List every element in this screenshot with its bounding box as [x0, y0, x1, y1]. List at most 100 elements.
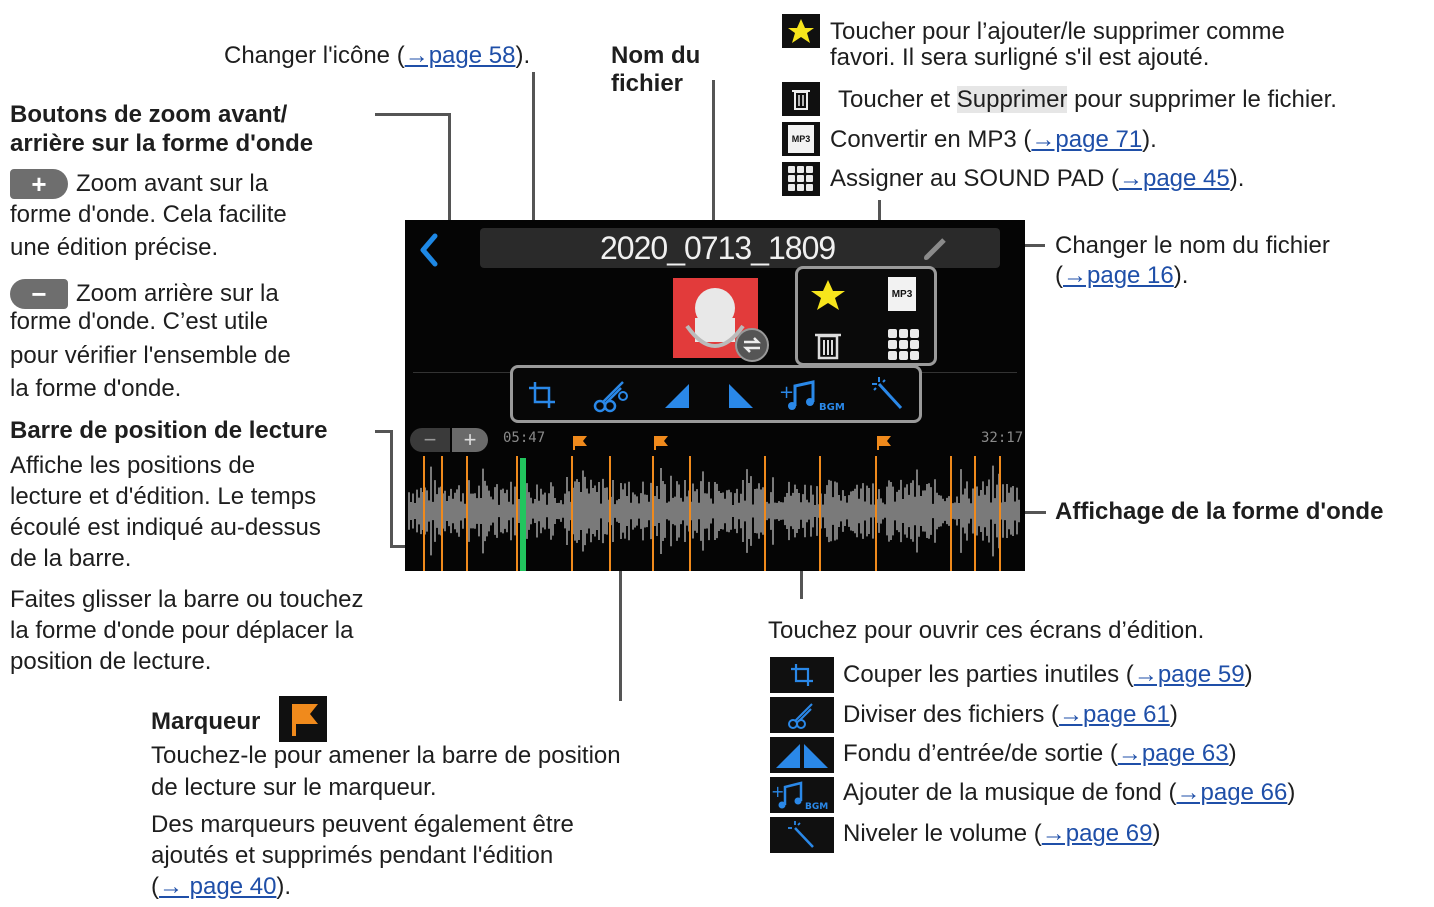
filename-label-2: fichier [611, 70, 684, 97]
fade-in-out-icon [776, 744, 828, 768]
magic-wand-icon [788, 821, 814, 848]
svg-text:BGM: BGM [819, 402, 845, 413]
page-59-link[interactable]: →page 59 [1133, 661, 1245, 688]
divide-text: Diviser des fichiers ( [843, 701, 1060, 728]
page-61-link[interactable]: →page 61 [1059, 701, 1170, 728]
marker-note-3: Des marqueurs peuvent également être [151, 811, 574, 838]
change-icon-text: Changer l'icône ( [224, 42, 405, 69]
marker-close: ). [276, 873, 292, 900]
grid-icon [888, 329, 919, 360]
svg-text:+: + [779, 382, 794, 403]
trash-icon [792, 90, 810, 110]
plus-legend-icon: + [10, 169, 68, 199]
delete-note: Toucher et Supprimer pour supprimer le f… [838, 84, 1337, 115]
delete-button[interactable] [810, 329, 846, 361]
zoom-title-2: arrière sur la forme d'onde [10, 130, 314, 157]
delete-text-pre: Toucher et [838, 86, 957, 113]
normalize-button[interactable] [871, 376, 907, 414]
zoom-in-button[interactable]: + [452, 427, 488, 452]
star-icon [811, 280, 845, 310]
sound-pad-text: Assigner au SOUND PAD ( [830, 165, 1119, 192]
playbar-note-4: de la barre. [10, 545, 132, 572]
zoom-in-note-3: une édition précise. [10, 234, 219, 261]
edit-item-normalize: Niveler le volume (→page 69) [843, 818, 1161, 849]
normalize-legend-icon [770, 817, 834, 853]
favorite-note-1: Toucher pour l’ajouter/le supprimer comm… [830, 18, 1285, 45]
mp3-icon: MP3 [788, 125, 814, 153]
mp3-button[interactable]: MP3 [888, 277, 922, 313]
crop-icon [791, 664, 813, 686]
fade-legend-icon [770, 737, 834, 773]
minus-legend-icon: − [10, 279, 68, 309]
pencil-icon[interactable] [922, 236, 948, 262]
mp3-close: ). [1142, 126, 1157, 153]
filename-text: 2020_0713_1809 [600, 230, 836, 266]
marker-legend-icon [279, 696, 327, 742]
bgm-icon: + BGM [779, 380, 845, 413]
marker-note-1: Touchez-le pour amener la barre de posit… [151, 742, 621, 769]
plus-icon: + [463, 427, 477, 452]
rename-note-2: (→page 16). [1055, 260, 1188, 291]
edit-item-divide: Diviser des fichiers (→page 61) [843, 699, 1178, 730]
page-71-link[interactable]: →page 71 [1031, 126, 1143, 153]
trash-icon [815, 333, 841, 360]
scissors-icon [593, 381, 628, 413]
mp3-legend-icon: MP3 [782, 122, 820, 156]
file-icon-button[interactable] [673, 278, 758, 358]
change-icon-badge[interactable] [735, 328, 769, 362]
filename-label-1: Nom du [611, 42, 701, 69]
page-66-link[interactable]: →page 66 [1176, 779, 1288, 806]
delete-legend-icon [782, 82, 820, 116]
page-69-link[interactable]: →page 69 [1041, 820, 1153, 847]
marker-flag[interactable] [572, 430, 588, 450]
back-button[interactable] [413, 228, 445, 268]
fade-in-button[interactable] [661, 378, 693, 412]
playback-position-bar[interactable] [520, 458, 526, 571]
page-45-link[interactable]: →page 45 [1118, 165, 1230, 192]
svg-text:BGM: BGM [805, 802, 828, 812]
flag-icon [654, 436, 668, 450]
trim-button[interactable] [527, 378, 559, 412]
marker-flag[interactable] [653, 430, 669, 450]
sound-pad-button[interactable] [886, 327, 922, 363]
page-58-link[interactable]: →page 58 [404, 42, 516, 69]
zoom-out-button[interactable]: − [410, 427, 450, 452]
page-63-link[interactable]: →page 63 [1117, 740, 1229, 767]
sound-pad-close: ). [1229, 165, 1245, 192]
waveform-display[interactable] [405, 452, 1025, 571]
filename-field[interactable]: 2020_0713_1809 [480, 228, 1000, 268]
marker-row [405, 430, 1025, 452]
marker-flag[interactable] [876, 430, 892, 450]
delete-text-post: pour supprimer le fichier. [1067, 86, 1337, 113]
playbar-note-3: écoulé est indiqué au-dessus [10, 514, 321, 541]
minus-icon: − [423, 427, 437, 452]
bgm-button[interactable]: + BGM [779, 376, 849, 414]
rename-close: ). [1173, 262, 1189, 289]
edit-intro: Touchez pour ouvrir ces écrans d’édition… [768, 617, 1205, 644]
favorite-button[interactable] [808, 277, 848, 313]
microphone-icon [685, 288, 745, 348]
divide-legend-icon [770, 697, 834, 733]
fade-out-button[interactable] [725, 378, 757, 412]
playbar-note-5: Faites glisser la barre ou touchez [10, 586, 364, 613]
normalize-text: Niveler le volume ( [843, 820, 1042, 847]
bgm-close: ) [1287, 779, 1296, 806]
marker-open: ( [151, 873, 159, 900]
playbar-note-6: la forme d'onde pour déplacer la [10, 617, 354, 644]
zoom-in-note-2: forme d'onde. Cela facilite [10, 201, 287, 228]
page-16-link[interactable]: →page 16 [1063, 262, 1174, 289]
rename-open: ( [1055, 262, 1063, 289]
favorite-legend-icon [782, 14, 820, 48]
elapsed-time: 05:47 [503, 430, 546, 446]
normalize-close: ) [1152, 820, 1161, 847]
divide-button[interactable] [591, 376, 631, 414]
zoom-title-1: Boutons de zoom avant/ [10, 101, 288, 128]
divide-close: ) [1169, 701, 1178, 728]
waveform-trace [408, 465, 1020, 557]
trim-close: ) [1244, 661, 1253, 688]
file-actions-panel: MP3 [795, 266, 937, 366]
favorite-note-2: favori. Il sera surligné s'il est ajouté… [830, 44, 1210, 71]
chevron-left-icon [420, 233, 438, 267]
change-icon-close: ). [515, 42, 531, 69]
page-40-link[interactable]: → page 40 [159, 873, 277, 900]
